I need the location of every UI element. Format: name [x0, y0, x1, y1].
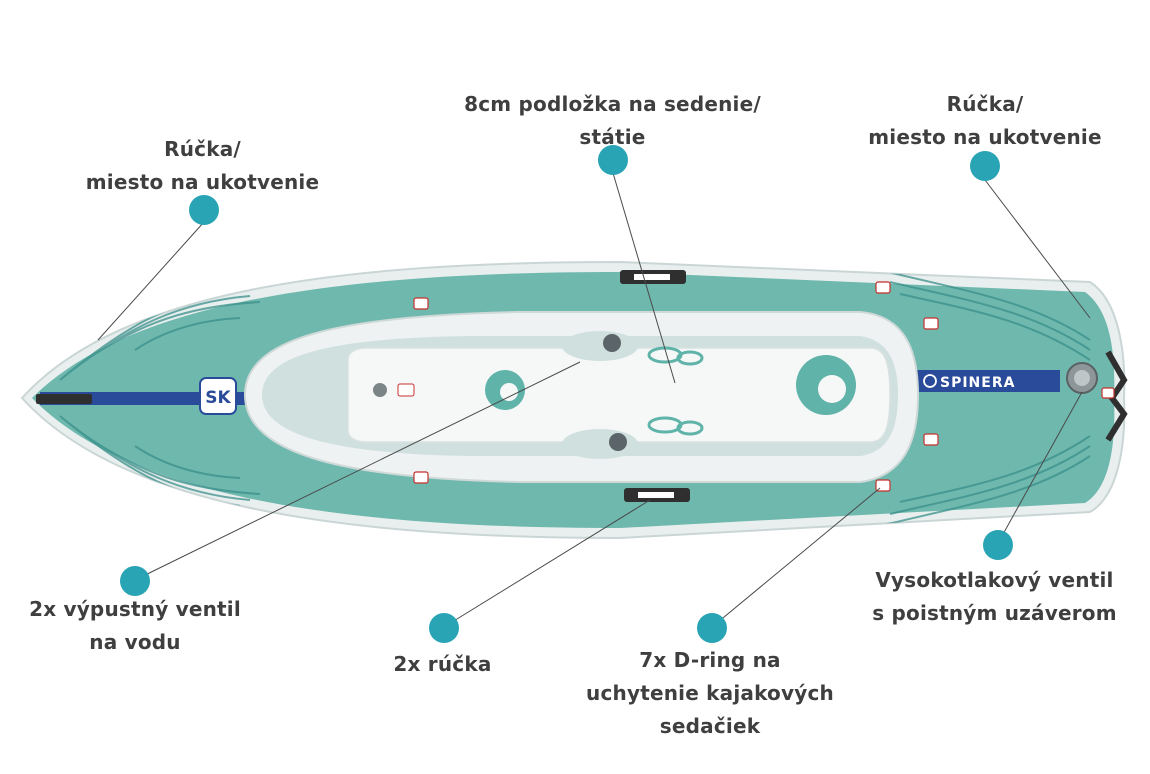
svg-text:SK: SK [205, 388, 231, 408]
callout-dot-hp-valve [983, 530, 1013, 560]
spinera-logo-icon [923, 374, 937, 388]
callout-hp-valve: Vysokotlakový ventil s poistným uzáverom [872, 568, 1117, 625]
callout-dot-drain-valve [120, 566, 150, 596]
callout-dot-seat-pad [598, 145, 628, 175]
callout-d-ring: 7x D-ring na uchytenie kajakových sedači… [586, 648, 834, 738]
callout-dot-carry-handle [429, 613, 459, 643]
callout-handle-left: Rúčka/ miesto na ukotvenie [85, 137, 320, 194]
spinera-logo-icon [485, 370, 525, 410]
sk-badge: SK [199, 377, 237, 415]
drain-plug-icon [603, 334, 621, 352]
spinera-logo-icon [796, 355, 856, 415]
seat-pad [347, 347, 891, 443]
callout-dot-handle-left [189, 195, 219, 225]
callout-handle-right: Rúčka/ miesto na ukotvenie [868, 92, 1102, 149]
handle-icon [620, 270, 686, 284]
handle-icon [624, 488, 690, 502]
pad-notch-top [562, 331, 638, 361]
callout-drain-valve: 2x výpustný ventil na vodu [29, 597, 241, 654]
pad-tag [397, 383, 415, 397]
brand-name: SPINERA [940, 375, 1015, 391]
footprint-icon [647, 416, 704, 436]
leader-lines [97, 172, 1091, 628]
valve-icon [1066, 362, 1098, 394]
callout-dot-d-ring [697, 613, 727, 643]
callout-dot-handle-right [970, 151, 1000, 181]
stripe-right [910, 370, 1060, 392]
callout-seat-pad: 8cm podložka na sedenie/ státie [464, 92, 761, 149]
drain-plug-icon [609, 433, 627, 451]
callout-carry-handle: 2x rúčka [393, 652, 492, 676]
pad-valve-icon [373, 383, 387, 397]
handle-icon [36, 394, 92, 404]
